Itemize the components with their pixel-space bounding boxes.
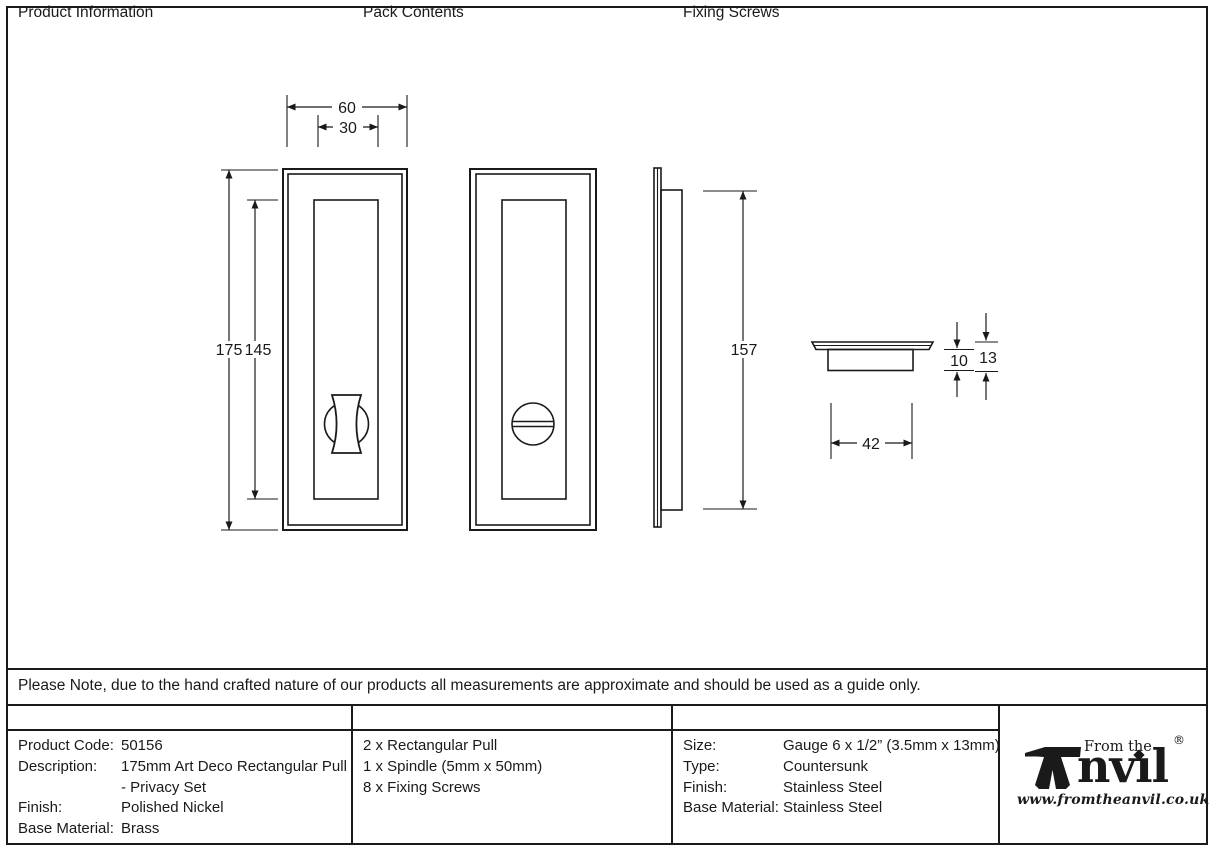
field-value: Brass — [121, 820, 160, 838]
dim-42-label: 42 — [862, 436, 880, 453]
header-product-information: Product Information — [18, 4, 154, 21]
note-row-divider — [6, 668, 1208, 670]
table-row: Type: Countersunk — [683, 757, 993, 778]
table-row: Product Code: 50156 — [18, 736, 353, 757]
table-row: Description: 175mm Art Deco Rectangular … — [18, 757, 353, 799]
front-view-coin-turn — [469, 168, 597, 531]
front-view-thumbturn — [282, 168, 408, 531]
field-label: Size: — [683, 737, 717, 754]
header-fixing-screws: Fixing Screws — [683, 4, 780, 21]
pack-contents-section: 2 x Rectangular Pull 1 x Spindle (5mm x … — [363, 736, 663, 798]
field-label: Description: — [18, 757, 98, 775]
logo-tagline: From the — [1084, 738, 1152, 755]
table-row: Size: Gauge 6 x 1/2” (3.5mm x 13mm) — [683, 736, 1000, 757]
dim-60-label: 60 — [338, 100, 356, 117]
field-value: 175mm Art Deco Rectangular Pull - Privac… — [121, 757, 347, 796]
dim-height-175-145: 175 145 — [212, 169, 280, 531]
field-label: Finish: — [683, 778, 728, 796]
anvil-icon — [1025, 746, 1081, 789]
list-item: 2 x Rectangular Pull — [363, 737, 498, 754]
list-item: 8 x Fixing Screws — [363, 778, 481, 796]
list-item: 1 x Spindle (5mm x 50mm) — [363, 757, 543, 775]
field-value: 50156 — [121, 737, 163, 754]
dim-30-label: 30 — [339, 120, 357, 137]
field-label: Base Material: — [18, 820, 114, 838]
field-label: Finish: — [18, 799, 63, 817]
table-row: Finish: Polished Nickel — [18, 798, 353, 819]
top-section-view — [810, 341, 935, 372]
table-divider-3 — [998, 704, 1000, 843]
field-label: Product Code: — [18, 737, 114, 754]
registered-mark: ® — [1173, 732, 1185, 747]
field-label: Base Material: — [683, 799, 779, 817]
fixing-screws-section: Size: Gauge 6 x 1/2” (3.5mm x 13mm) Type… — [683, 736, 1000, 819]
dim-width-42: 42 — [830, 403, 913, 459]
field-label: Type: — [683, 757, 720, 775]
dim-13-label: 13 — [979, 350, 997, 367]
table-row: Base Material: Brass — [18, 819, 353, 840]
dim-175-label: 175 — [216, 342, 243, 359]
brand-logo-cell: From the nvıl ® www.fromtheanvil.co.uk — [998, 704, 1209, 843]
table-row: Base Material: Stainless Steel — [683, 798, 993, 819]
dim-width-30: 30 — [317, 115, 379, 147]
field-value: Stainless Steel — [783, 799, 883, 817]
header-pack-contents: Pack Contents — [363, 4, 464, 21]
table-divider-1 — [351, 704, 353, 843]
field-value: Countersunk — [783, 757, 869, 775]
technical-drawing: 60 30 175 145 157 — [212, 95, 998, 531]
dim-10-label: 10 — [950, 353, 968, 370]
note-row: Please Note, due to the hand crafted nat… — [6, 668, 1208, 704]
side-profile-view — [653, 167, 683, 528]
field-value: Polished Nickel — [121, 799, 224, 817]
field-value: Stainless Steel — [783, 778, 883, 796]
from-the-anvil-logo: From the nvıl ® www.fromtheanvil.co.uk — [1017, 733, 1209, 810]
table-header-bottom-line — [6, 729, 1000, 731]
dim-145-label: 145 — [245, 342, 272, 359]
product-information-section: Product Code: 50156 Description: 175mm A… — [18, 736, 353, 840]
table-top-line — [6, 704, 1208, 706]
logo-wordmark: nvıl — [1077, 738, 1169, 793]
dim-depth-10: 10 — [944, 322, 974, 397]
dim-height-157: 157 — [703, 190, 760, 510]
dim-157-label: 157 — [731, 342, 758, 359]
page-border — [6, 6, 1208, 845]
dim-depth-13: 13 — [975, 313, 998, 400]
coin-turn — [511, 402, 555, 446]
dim-width-60: 60 — [286, 95, 408, 147]
field-value: Gauge 6 x 1/2” (3.5mm x 13mm) — [783, 737, 1000, 754]
thumbturn-lever — [330, 394, 363, 454]
logo-website-url: www.fromtheanvil.co.uk — [1017, 791, 1210, 808]
note-text: Please Note, due to the hand crafted nat… — [18, 677, 921, 694]
table-divider-2 — [671, 704, 673, 843]
table-row: Finish: Stainless Steel — [683, 778, 993, 799]
